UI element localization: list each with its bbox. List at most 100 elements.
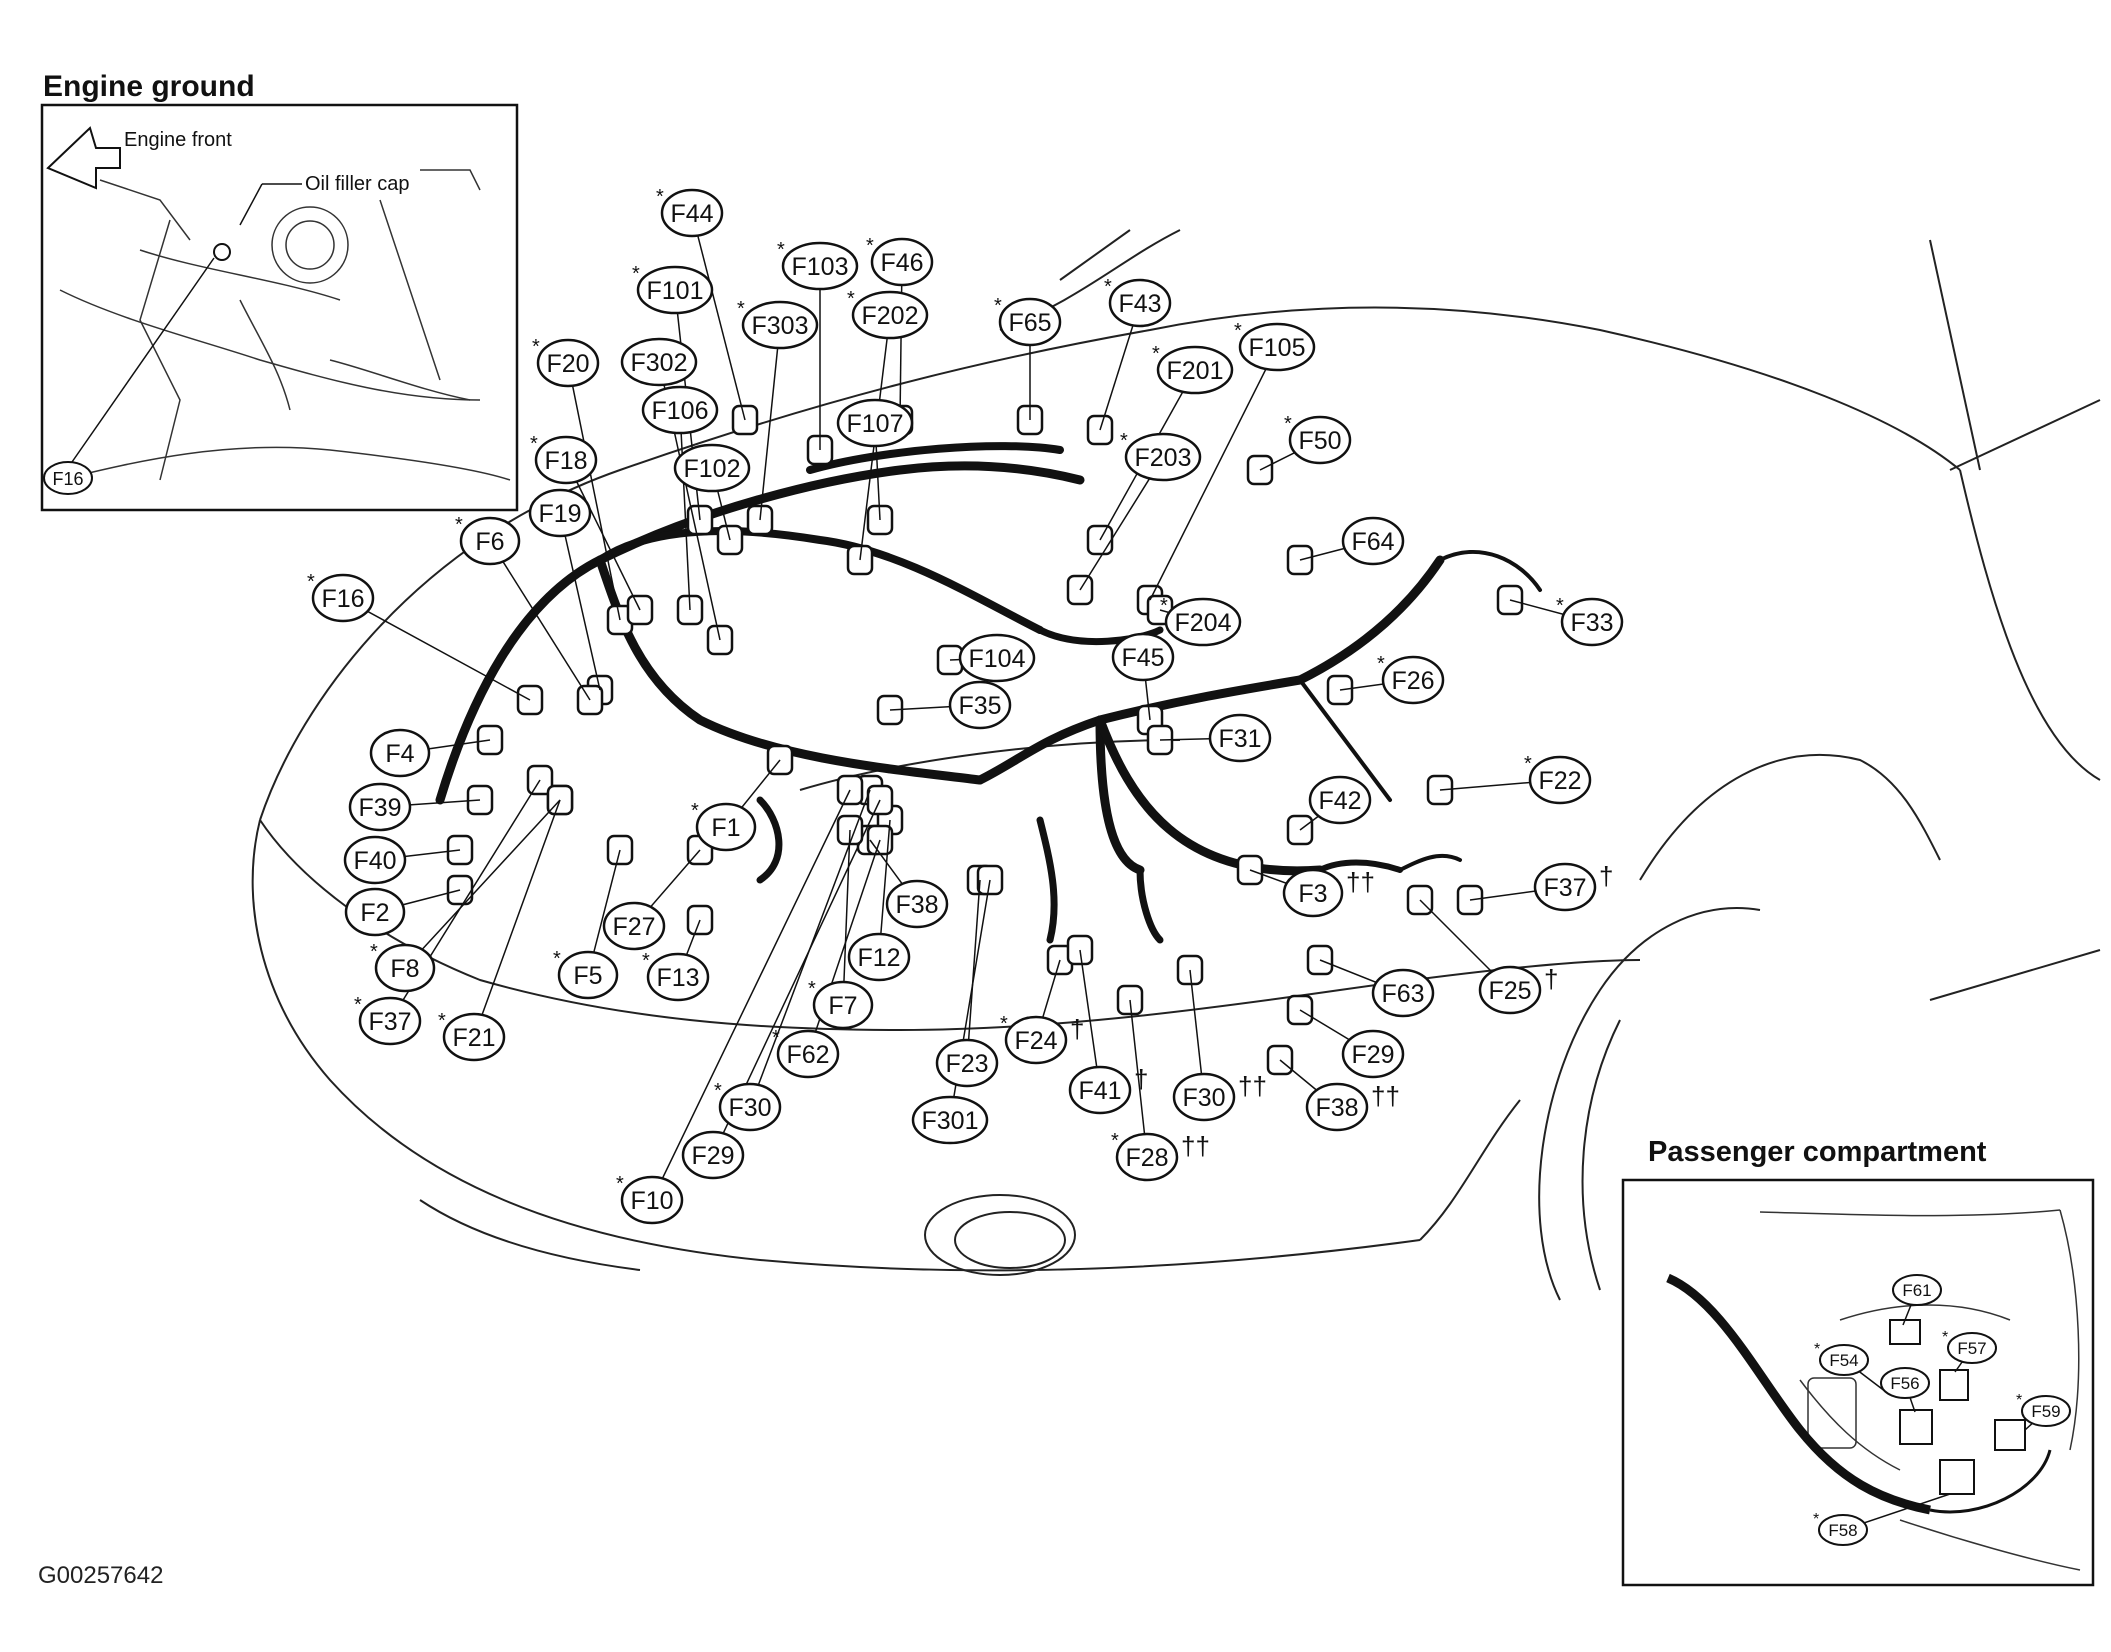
connector-label-f38: F38: [895, 891, 938, 919]
label-oval-f20: [536, 338, 600, 388]
label-oval-f104: [958, 633, 1036, 683]
connector-label-f2: F2: [360, 899, 389, 927]
passenger-label-oval-f56: [1880, 1367, 1930, 1399]
connector-label-f46: F46: [880, 249, 923, 277]
label-oval-f102: [673, 443, 751, 493]
label-oval-f101: [636, 265, 714, 315]
connector-label-f12: F12: [857, 944, 900, 972]
label-oval-f19: [528, 488, 592, 538]
label-oval-f4: [369, 728, 431, 778]
connector-label-f30: F30: [1182, 1084, 1225, 1112]
label-oval-f18: [534, 435, 598, 485]
label-oval-f43: [1108, 278, 1172, 328]
connector-label-f23: F23: [945, 1050, 988, 1078]
connector-label-f31: F31: [1218, 725, 1261, 753]
connector-label-f63: F63: [1381, 980, 1424, 1008]
passenger-label-oval-f57: [1947, 1332, 1997, 1364]
inset-connector-f16: F16: [52, 469, 83, 489]
leader-line-f16: [342, 597, 531, 701]
star-mark-f203: *: [1120, 430, 1128, 452]
star-mark-f6: *: [455, 514, 463, 536]
connector-label-f40: F40: [353, 847, 396, 875]
connector-label-f25: F25: [1488, 977, 1531, 1005]
label-oval-f33: [1560, 597, 1624, 647]
leader-line-f6: [489, 540, 591, 701]
leader-line-f303: [759, 324, 781, 521]
label-oval-f204: [1164, 597, 1242, 647]
passenger-star-f59: *: [2016, 1392, 2022, 1409]
connector-label-f201: F201: [1167, 357, 1224, 385]
label-oval-f37: [1533, 862, 1597, 912]
label-oval-f25: [1478, 965, 1542, 1015]
star-mark-f28: *: [1111, 1130, 1119, 1152]
star-mark-f103: *: [777, 239, 785, 261]
label-oval-f6: [459, 516, 521, 566]
passenger-star-f58: *: [1813, 1511, 1819, 1528]
leader-line-f44: [691, 212, 746, 421]
connector-label-f28: F28: [1125, 1144, 1168, 1172]
connector-label-f6: F6: [475, 528, 504, 556]
connector-label-f101: F101: [647, 277, 704, 305]
label-oval-f12: [847, 932, 911, 982]
label-oval-f38: [885, 879, 949, 929]
star-mark-f8: *: [370, 941, 378, 963]
dagger-mark-f24: †: [1070, 1014, 1084, 1044]
label-oval-f44: [660, 188, 724, 238]
label-oval-f26: [1381, 655, 1445, 705]
connector-label-f45: F45: [1121, 644, 1164, 672]
label-oval-f106: [641, 385, 719, 435]
connector-label-f64: F64: [1351, 528, 1394, 556]
leader-line-f46: [899, 261, 903, 421]
connector-label-f303: F303: [752, 312, 809, 340]
passenger-label-oval-f59: [2021, 1395, 2071, 1427]
dagger-mark-f37: †: [1599, 861, 1613, 891]
connector-label-f4: F4: [385, 740, 414, 768]
star-mark-f33: *: [1556, 595, 1564, 617]
passenger-star-f57: *: [1942, 1329, 1948, 1346]
connector-label-f3: F3: [1298, 880, 1327, 908]
star-mark-f44: *: [656, 186, 664, 208]
passenger-label-oval-f54: [1819, 1344, 1869, 1376]
oil-filler-cap-label: Oil filler cap: [305, 173, 409, 195]
connector-label-f62: F62: [786, 1041, 829, 1069]
connector-label-f20: F20: [546, 350, 589, 378]
engine-front-arrow-icon: [46, 126, 121, 190]
connector-labels: F44*F103*F46*F101*F303*F202*F65*F43*F201…: [307, 186, 1624, 1225]
passenger-label-oval-f58: [1818, 1514, 1868, 1546]
label-oval-f30: [718, 1082, 782, 1132]
label-oval-f40: [343, 835, 407, 885]
connector-label-f202: F202: [862, 302, 919, 330]
figure-id: G00257642: [38, 1562, 164, 1589]
star-mark-f16: *: [307, 571, 315, 593]
connector-label-f30: F30: [728, 1094, 771, 1122]
star-mark-f46: *: [866, 235, 874, 257]
label-oval-f22: [1528, 755, 1592, 805]
connector-label-f13: F13: [656, 964, 699, 992]
connector-label-f43: F43: [1118, 290, 1161, 318]
engine-sketch: [59, 169, 511, 481]
connector-label-f22: F22: [1538, 767, 1581, 795]
label-oval-f3: [1282, 868, 1344, 918]
leader-line-f8: [404, 799, 561, 969]
star-mark-f101: *: [632, 263, 640, 285]
label-oval-f65: [998, 297, 1062, 347]
connector-label-f35: F35: [958, 692, 1001, 720]
star-mark-f1: *: [691, 800, 699, 822]
label-oval-f105: [1238, 322, 1316, 372]
star-mark-f201: *: [1152, 343, 1160, 365]
label-oval-f21: [442, 1012, 506, 1062]
connector-label-f21: F21: [452, 1024, 495, 1052]
star-mark-f105: *: [1234, 320, 1242, 342]
vehicle-body-outline: [251, 229, 2101, 1301]
star-mark-f204: *: [1160, 595, 1168, 617]
star-mark-f20: *: [532, 336, 540, 358]
star-mark-f65: *: [994, 295, 1002, 317]
engine-ground-inset: Engine front Oil filler cap F16: [40, 103, 519, 512]
passenger-label-oval-f61: [1892, 1274, 1942, 1306]
label-oval-f24: [1004, 1015, 1068, 1065]
connector-label-f33: F33: [1570, 609, 1613, 637]
connector-body-f61: [1889, 1319, 1921, 1345]
label-oval-f202: [851, 290, 929, 340]
leader-line-f19: [559, 512, 601, 691]
